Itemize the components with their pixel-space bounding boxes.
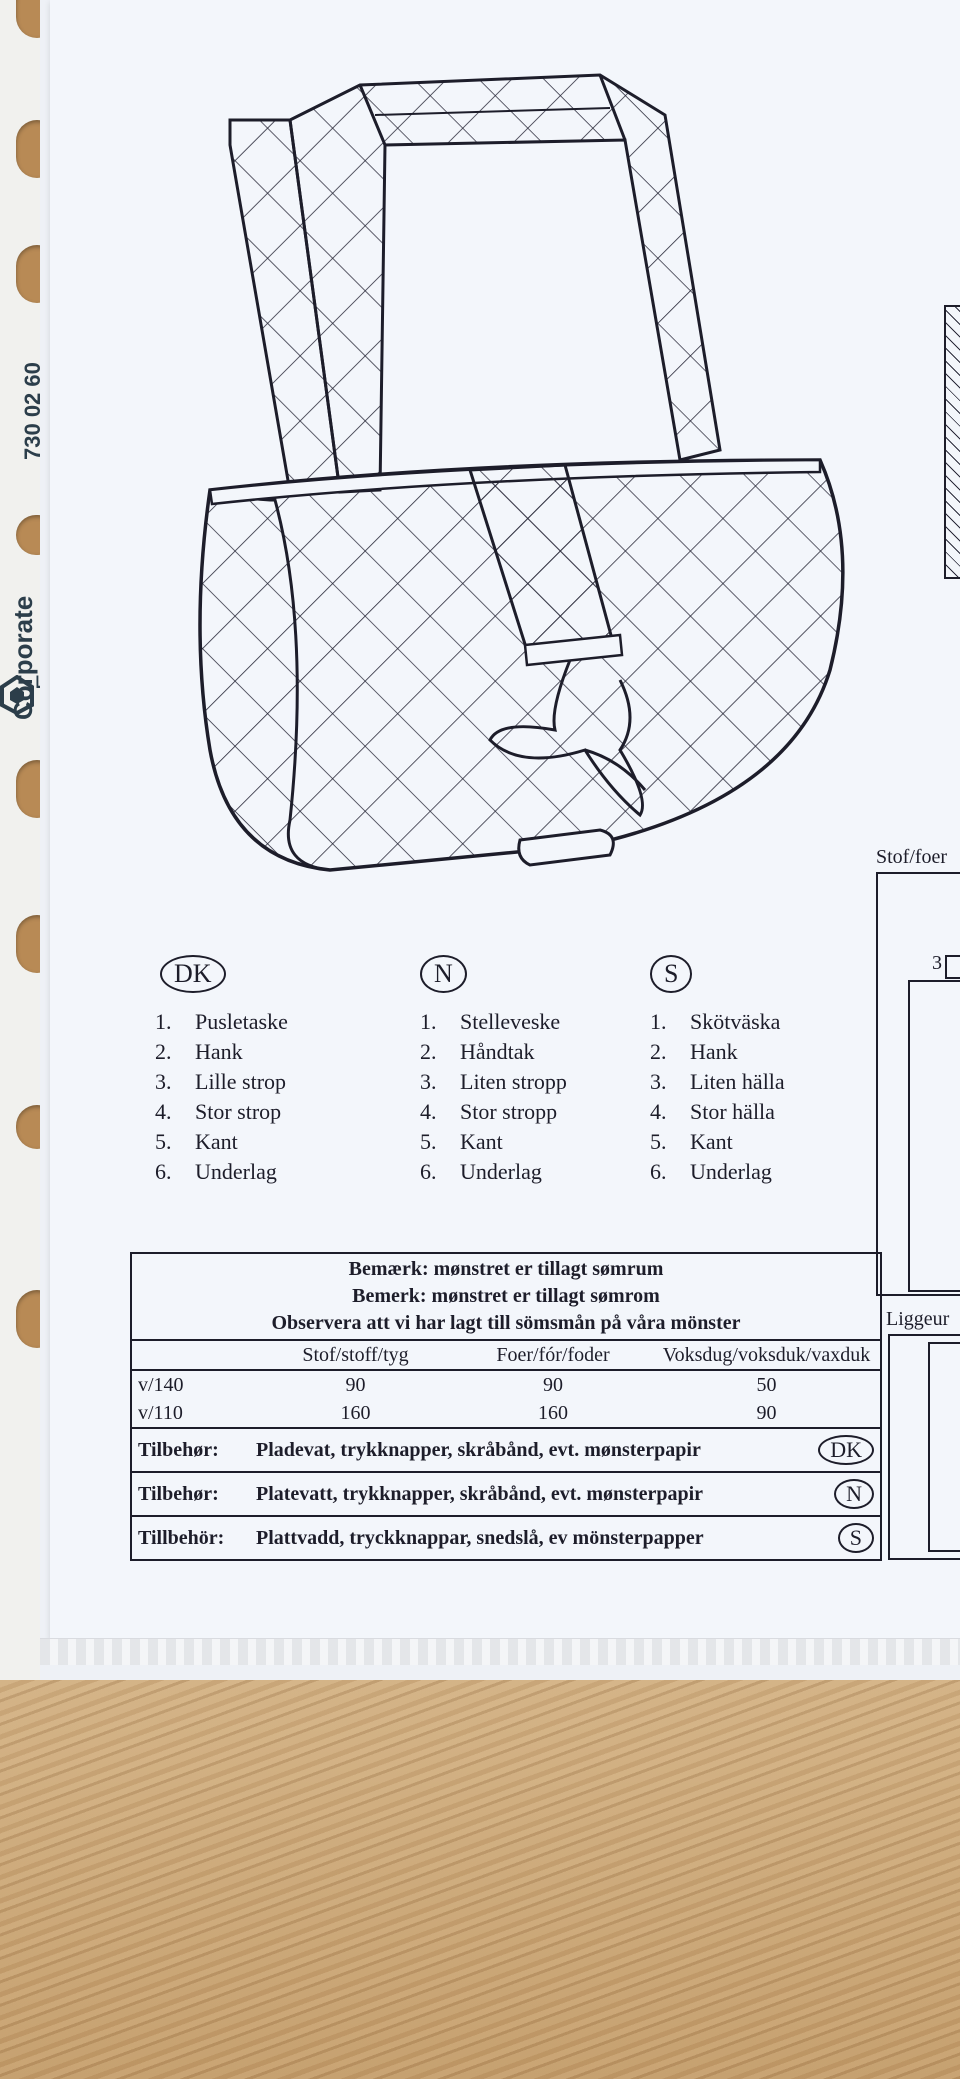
parts-list-s: S 1.Skötväska 2.Hank 3.Liten hälla 4.Sto… (650, 955, 785, 1187)
table-cell: 160 (538, 1402, 568, 1424)
side-label-number: 3 (932, 952, 942, 974)
sleeve-perforation (40, 1638, 960, 1665)
parts-list-n: N 1.Stelleveske 2.Håndtak 3.Liten stropp… (420, 955, 567, 1187)
list-item: 3.Liten stropp (420, 1069, 567, 1094)
layout-piece (928, 1342, 960, 1552)
side-label-layout: Liggeur (886, 1308, 950, 1330)
note-n: Bemerk: mønstret er tillagt sømrom (352, 1285, 660, 1307)
accessories-row-n: Tilbehør: Platevatt, trykknapper, skråbå… (132, 1471, 880, 1515)
table-header-row: Stof/stoff/tyg Foer/fór/foder Voksdug/vo… (132, 1341, 880, 1371)
list-item: 5.Kant (155, 1129, 238, 1154)
column-header: Stof/stoff/tyg (302, 1344, 409, 1366)
lang-tag: DK (818, 1435, 874, 1465)
note-dk: Bemærk: mønstret er tillagt sømrum (348, 1258, 664, 1280)
list-item: 3.Lille strop (155, 1069, 287, 1094)
lang-tag: S (837, 1523, 874, 1553)
list-item: 5.Kant (420, 1129, 503, 1154)
table-row: v/140 90 90 50 (132, 1371, 880, 1399)
seam-allowance-notes: Bemærk: mønstret er tillagt sømrum Bemer… (132, 1254, 880, 1341)
list-item: 3.Liten hälla (650, 1069, 785, 1094)
lang-badge-dk: DK (160, 955, 226, 993)
table-cell: 90 (345, 1374, 366, 1396)
accessories-text: Plattvadd, tryckknappar, snedslå, ev mön… (256, 1526, 704, 1549)
layout-piece (945, 955, 960, 979)
accessories-label: Tillbehör: (138, 1526, 225, 1549)
table-cell: v/110 (138, 1402, 183, 1424)
column-header: Voksdug/voksduk/vaxduk (662, 1344, 871, 1366)
accessories-label: Tilbehør: (138, 1482, 219, 1505)
list-item: 6.Underlag (155, 1159, 277, 1184)
table-cell: 90 (756, 1402, 777, 1424)
list-item: 1.Stelleveske (420, 1009, 561, 1034)
cutting-layout-box (876, 872, 960, 1296)
list-item: 4.Stor hälla (650, 1099, 775, 1124)
diaper-bag-illustration (198, 73, 845, 872)
list-item: 2.Håndtak (420, 1039, 535, 1064)
brand-logo-icon (0, 675, 34, 715)
fabric-requirements-table: Bemærk: mønstret er tillagt sømrum Bemer… (130, 1252, 882, 1561)
layout-box (888, 1334, 960, 1560)
list-item: 1.Skötväska (650, 1009, 781, 1034)
list-item: 2.Hank (650, 1039, 738, 1064)
list-item: 6.Underlag (420, 1159, 542, 1184)
accessories-label: Tilbehør: (138, 1438, 219, 1461)
wooden-table (0, 1660, 960, 2079)
table-row: v/110 160 160 90 (132, 1399, 880, 1427)
accessories-text: Platevatt, trykknapper, skråbånd, evt. m… (256, 1482, 704, 1505)
list-item: 2.Hank (155, 1039, 243, 1064)
lang-tag: N (834, 1479, 874, 1509)
list-item: 4.Stor strop (155, 1099, 282, 1124)
column-header (132, 1341, 258, 1369)
table-cell: 160 (340, 1402, 371, 1424)
note-s: Observera att vi har lagt till sömsmån p… (271, 1312, 741, 1334)
side-label-fabric: Stof/foer (876, 846, 948, 868)
list-item: 5.Kant (650, 1129, 733, 1154)
layout-piece (908, 980, 960, 1292)
list-item: 4.Stor stropp (420, 1099, 558, 1124)
list-item: 1.Pusletaske (155, 1009, 288, 1034)
table-cell: v/140 (138, 1374, 184, 1396)
lang-badge-s: S (650, 955, 693, 993)
column-header: Foer/fór/foder (496, 1344, 610, 1366)
accessories-text: Pladevat, trykknapper, skråbånd, evt. mø… (256, 1438, 701, 1461)
list-item: 6.Underlag (650, 1159, 772, 1184)
accessories-row-dk: Tilbehør: Pladevat, trykknapper, skråbån… (132, 1427, 880, 1471)
pattern-piece-fragment (944, 305, 960, 579)
accessories-row-s: Tillbehör: Plattvadd, tryckknappar, sned… (132, 1515, 880, 1559)
table-cell: 90 (543, 1374, 563, 1396)
lang-badge-n: N (420, 955, 467, 993)
table-cell: 50 (756, 1374, 777, 1396)
parts-list-dk: DK 1.Pusletaske 2.Hank 3.Lille strop 4.S… (155, 955, 288, 1187)
